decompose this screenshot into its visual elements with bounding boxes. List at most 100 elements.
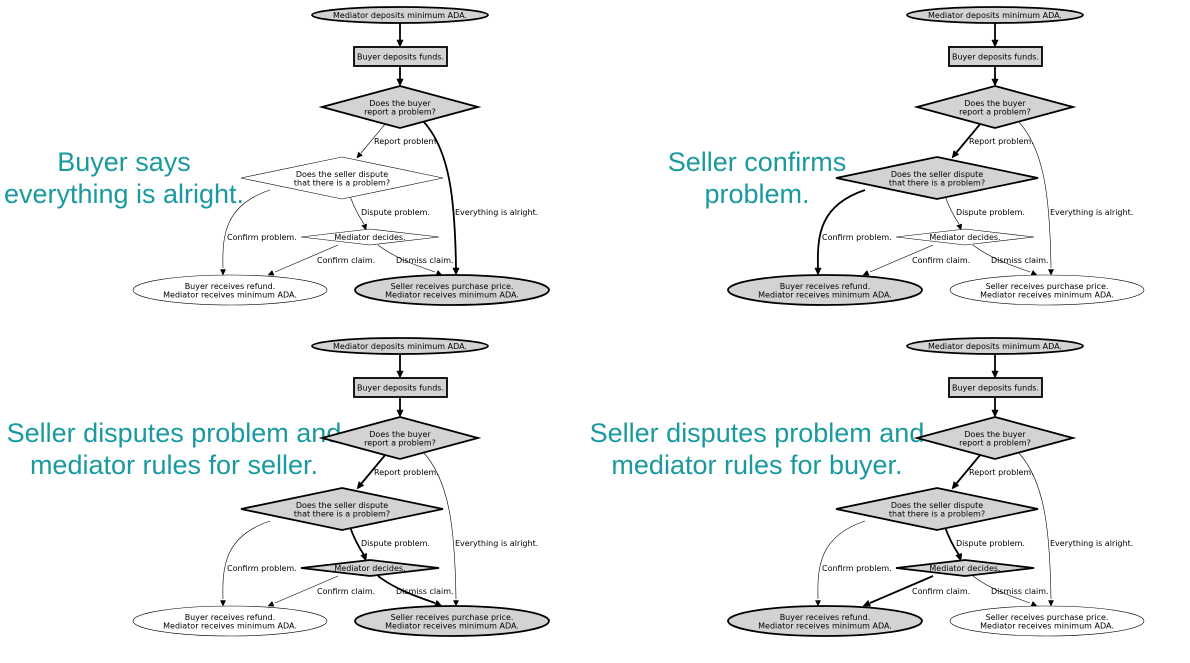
node-shape bbox=[727, 274, 923, 306]
node-shape bbox=[240, 487, 444, 531]
edge-dispute-problem-arrowhead bbox=[955, 552, 963, 562]
edge-dispute-problem bbox=[349, 526, 365, 556]
edge-label-dispute-problem: Dispute problem. bbox=[956, 208, 1025, 217]
edge-confirm-claim-arrowhead bbox=[862, 269, 870, 276]
node-label: report a problem? bbox=[959, 438, 1031, 447]
edge-dispute-problem bbox=[944, 526, 960, 556]
edge-label-everything-alright: Everything is alright. bbox=[455, 208, 538, 217]
edge-deposit-to-buyer-arrowhead bbox=[991, 39, 999, 48]
panel-caption: Seller confirms problem. bbox=[657, 146, 857, 210]
node-label: Does the seller dispute bbox=[296, 501, 388, 510]
node-seller-price: Seller receives purchase price.Mediator … bbox=[354, 274, 550, 306]
edge-confirm-claim bbox=[869, 575, 934, 604]
node-label: that there is a problem? bbox=[889, 509, 985, 518]
node-shape bbox=[353, 377, 448, 398]
node-label: that there is a problem? bbox=[889, 178, 985, 187]
node-shape bbox=[300, 559, 440, 577]
node-mediator-deposit: Mediator deposits minimum ADA. bbox=[311, 337, 489, 355]
node-label: Buyer receives refund. bbox=[780, 613, 871, 622]
node-label: Mediator decides. bbox=[929, 564, 1000, 573]
edge-confirm-claim bbox=[274, 244, 339, 273]
panel-caption: Seller disputes problem and mediator rul… bbox=[583, 417, 931, 481]
edge-dispute-problem bbox=[944, 195, 960, 225]
node-label: Mediator receives minimum ADA. bbox=[758, 290, 892, 299]
flowchart: Report problem. Everything is alright. Dis… bbox=[132, 6, 550, 306]
node-shape bbox=[354, 274, 550, 306]
edge-dismiss-claim bbox=[972, 244, 1031, 273]
node-label: Buyer receives refund. bbox=[780, 282, 871, 291]
node-label: Mediator receives minimum ADA. bbox=[163, 290, 297, 299]
node-shape bbox=[906, 6, 1084, 24]
node-label: Seller receives purchase price. bbox=[986, 282, 1109, 291]
node-buyer-deposit: Buyer deposits funds. bbox=[353, 46, 448, 67]
node-label: Mediator decides. bbox=[334, 233, 405, 242]
caption-line-2: mediator rules for buyer. bbox=[611, 450, 903, 480]
edge-dispute-problem-arrowhead bbox=[360, 552, 368, 562]
edge-report-problem-arrowhead bbox=[356, 481, 365, 490]
node-label: Mediator receives minimum ADA. bbox=[758, 621, 892, 630]
node-buyer-deposit: Buyer deposits funds. bbox=[948, 46, 1043, 67]
edge-confirm-problem bbox=[222, 189, 271, 269]
edge-label-dismiss-claim: Dismiss claim. bbox=[991, 587, 1049, 596]
panel-caption: Buyer says everything is alright. bbox=[0, 146, 248, 210]
edge-label-report-problem: Report problem. bbox=[969, 468, 1034, 477]
node-label: Mediator receives minimum ADA. bbox=[163, 621, 297, 630]
node-label: Does the seller dispute bbox=[296, 170, 388, 179]
node-label: report a problem? bbox=[959, 107, 1031, 116]
caption-line-1: Seller disputes problem and bbox=[6, 418, 342, 448]
node-mediator-deposit: Mediator deposits minimum ADA. bbox=[906, 6, 1084, 24]
node-label: Does the buyer bbox=[369, 430, 431, 439]
edge-label-everything-alright: Everything is alright. bbox=[1050, 208, 1133, 217]
edge-dismiss-claim-arrowhead bbox=[1030, 269, 1038, 276]
edge-everything-alright-arrowhead bbox=[452, 267, 460, 276]
edge-confirm-problem bbox=[816, 189, 866, 269]
node-label: Mediator receives minimum ADA. bbox=[980, 290, 1114, 299]
node-label: Seller receives purchase price. bbox=[391, 282, 514, 291]
edge-label-report-problem: Report problem. bbox=[374, 137, 439, 146]
edge-dispute-problem bbox=[349, 195, 365, 225]
node-seller-price: Seller receives purchase price.Mediator … bbox=[949, 274, 1145, 306]
edge-label-dispute-problem: Dispute problem. bbox=[361, 208, 430, 217]
edge-label-everything-alright: Everything is alright. bbox=[455, 539, 538, 548]
node-shape bbox=[913, 416, 1077, 460]
edge-label-dismiss-claim: Dismiss claim. bbox=[396, 587, 454, 596]
node-buyer-refund: Buyer receives refund.Mediator receives … bbox=[132, 274, 328, 306]
edge-label-confirm-claim: Confirm claim. bbox=[912, 587, 970, 596]
node-seller-price: Seller receives purchase price.Mediator … bbox=[949, 605, 1145, 637]
node-label: Mediator deposits minimum ADA. bbox=[333, 11, 467, 20]
node-buyer-refund: Buyer receives refund.Mediator receives … bbox=[727, 605, 923, 637]
node-label: Buyer receives refund. bbox=[185, 613, 276, 622]
node-shape bbox=[311, 337, 489, 355]
node-shape bbox=[132, 274, 328, 306]
edge-report-problem bbox=[360, 453, 387, 485]
edge-everything-alright bbox=[1017, 120, 1052, 269]
edge-report-problem-arrowhead bbox=[356, 151, 363, 159]
node-mediator-decides: Mediator decides. bbox=[300, 559, 440, 577]
node-label: Does the buyer bbox=[964, 430, 1026, 439]
edge-label-confirm-problem: Confirm problem. bbox=[822, 233, 892, 242]
node-label: Seller receives purchase price. bbox=[986, 613, 1109, 622]
node-shape bbox=[895, 228, 1035, 246]
node-label: Mediator decides. bbox=[929, 233, 1000, 242]
node-label: report a problem? bbox=[364, 438, 436, 447]
edge-label-report-problem: Report problem. bbox=[374, 468, 439, 477]
edge-label-confirm-problem: Confirm problem. bbox=[822, 564, 892, 573]
node-label: Buyer deposits funds. bbox=[952, 384, 1039, 393]
edge-label-report-problem: Report problem. bbox=[969, 137, 1034, 146]
edge-confirm-problem bbox=[817, 520, 866, 600]
node-label: Does the buyer bbox=[369, 99, 431, 108]
panel-rules-for-seller: Seller disputes problem and mediator rul… bbox=[0, 331, 595, 662]
node-shape bbox=[913, 85, 1077, 129]
edge-deposit-to-buyer-arrowhead bbox=[991, 370, 999, 379]
node-shape bbox=[727, 605, 923, 637]
edge-dismiss-claim bbox=[377, 244, 436, 273]
node-label: Does the seller dispute bbox=[891, 501, 983, 510]
node-label: Buyer deposits funds. bbox=[952, 53, 1039, 62]
edge-dismiss-claim bbox=[972, 575, 1031, 604]
edge-confirm-problem bbox=[222, 520, 271, 600]
node-shape bbox=[318, 416, 482, 460]
edge-everything-alright-arrowhead bbox=[1048, 269, 1054, 276]
node-label: Buyer receives refund. bbox=[185, 282, 276, 291]
